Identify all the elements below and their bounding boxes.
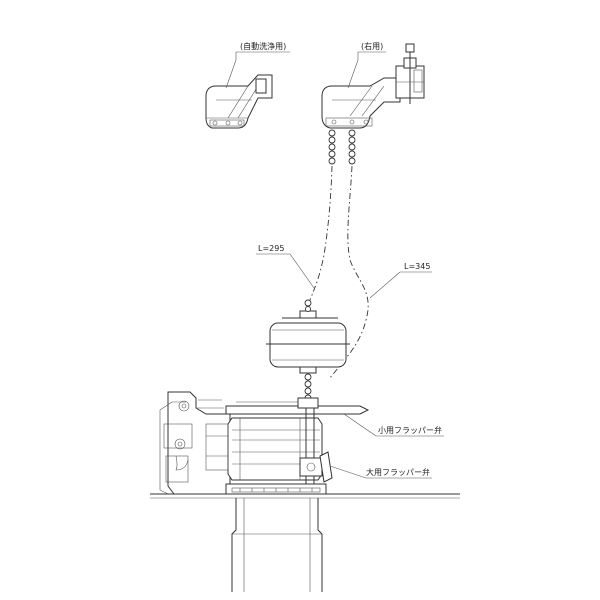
small-flapper-callout: 小用フラッパー弁	[343, 413, 444, 437]
right-use-label: (右用)	[361, 41, 383, 51]
auto-flush-label: (自動洗浄用)	[240, 41, 286, 51]
chain-short-label: L=295	[258, 244, 284, 253]
auto-flush-lever-part	[205, 74, 273, 129]
large-flapper-label: 大用フラッパー弁	[366, 467, 430, 477]
float-assembly	[266, 299, 350, 374]
auto-flush-callout: (自動洗浄用)	[225, 41, 290, 89]
flush-valve-body	[150, 391, 460, 592]
chain-path-short	[309, 165, 333, 301]
float-lower-chain	[304, 373, 312, 402]
long-chain-beads	[348, 129, 356, 165]
chain-short-callout: L=295	[256, 244, 315, 289]
chain-long-label: L=345	[404, 262, 430, 271]
small-flapper-label: 小用フラッパー弁	[378, 425, 442, 435]
right-use-callout: (右用)	[347, 41, 386, 89]
short-chain-beads	[328, 129, 336, 165]
large-flapper-callout: 大用フラッパー弁	[329, 465, 432, 479]
chain-path-long	[329, 165, 369, 379]
right-lever-part	[321, 43, 425, 129]
chain-long-callout: L=345	[369, 262, 432, 299]
